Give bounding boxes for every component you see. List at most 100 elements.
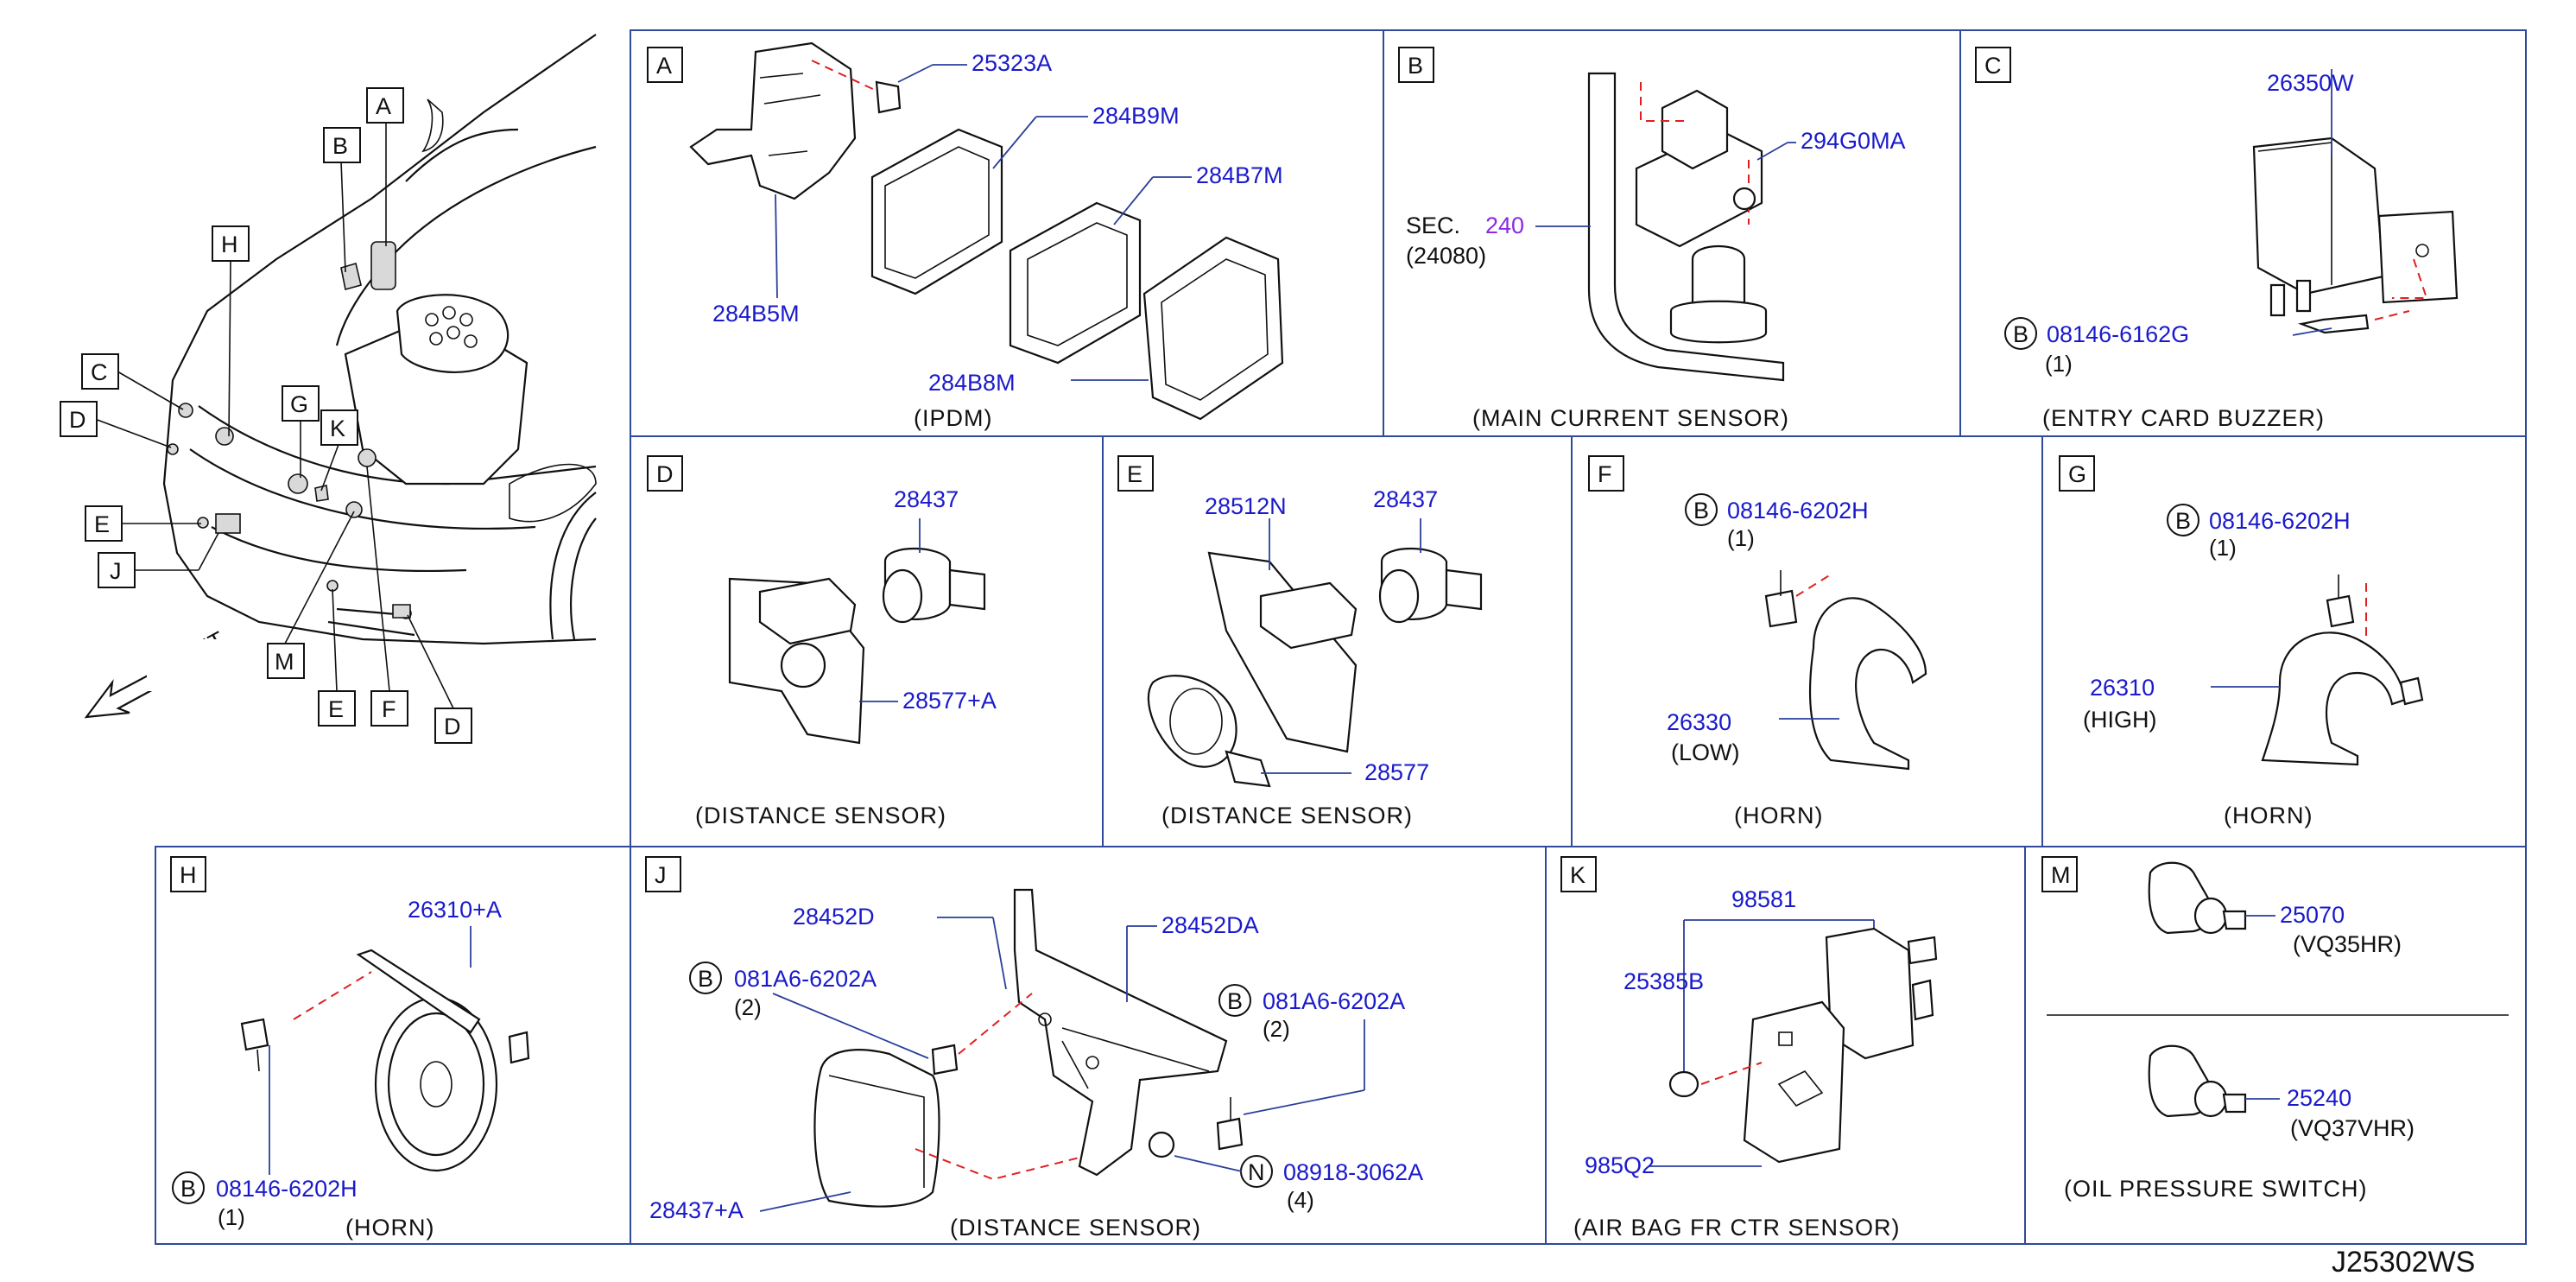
- svg-text:G: G: [290, 391, 308, 417]
- panel-letter: D: [656, 461, 674, 487]
- callout-E-bottom[interactable]: E: [318, 588, 356, 727]
- svg-text:K: K: [330, 416, 345, 441]
- part-284B8M: 284B8M: [928, 370, 1016, 396]
- svg-text:J: J: [110, 558, 122, 584]
- nut-mark: N: [1248, 1159, 1265, 1185]
- qty: (2): [1263, 1016, 1290, 1042]
- part-08146-6202H: 08146-6202H: [2209, 508, 2351, 534]
- bolt-mark: B: [2175, 508, 2191, 534]
- callout-M[interactable]: M: [267, 511, 355, 679]
- svg-text:E: E: [94, 511, 110, 537]
- part-26310+A: 26310+A: [408, 897, 502, 923]
- part-26350W: 26350W: [2267, 70, 2354, 96]
- note: (LOW): [1671, 739, 1739, 765]
- callout-C[interactable]: C: [81, 353, 184, 410]
- part-25070: 25070: [2280, 902, 2345, 928]
- part-28577+A: 28577+A: [902, 688, 997, 714]
- svg-text:A: A: [376, 93, 391, 119]
- note: (VQ35HR): [2293, 931, 2402, 957]
- panel-caption: (AIR BAG FR CTR SENSOR): [1573, 1215, 1901, 1241]
- svg-text:H: H: [221, 232, 238, 257]
- panel-D: D 28437 28577+A (DISTANCE SENSOR): [647, 455, 997, 828]
- panel-caption: (ENTRY CARD BUZZER): [2042, 405, 2325, 431]
- callout-E-left[interactable]: E: [85, 505, 201, 542]
- qty: (1): [1727, 525, 1755, 551]
- panel-caption: (HORN): [2224, 803, 2313, 828]
- panel-caption: (HORN): [345, 1215, 434, 1241]
- panel-B: B 294G0MA SEC. 240 (24080) (MAIN CURRENT…: [1398, 47, 1906, 431]
- qty: (1): [2045, 351, 2073, 377]
- qty: (4): [1287, 1187, 1314, 1213]
- panel-letter: K: [1570, 862, 1585, 888]
- callout-A[interactable]: A: [366, 87, 404, 246]
- panel-M: M 25070 (VQ35HR) 25240 (VQ37VHR) (OIL PR…: [2041, 856, 2509, 1202]
- part-284B5M: 284B5M: [712, 301, 800, 327]
- part-08146-6202H: 08146-6202H: [1727, 498, 1869, 524]
- panel-letter: A: [656, 53, 672, 79]
- panel-J: J 28452D 28452DA B 081A6-6202A (2) B 081…: [645, 856, 1423, 1241]
- callout-G[interactable]: G: [282, 385, 320, 478]
- part-284B7M: 284B7M: [1196, 162, 1283, 188]
- panel-grid: [155, 29, 2527, 1245]
- part-98581: 98581: [1731, 886, 1796, 912]
- part-28437: 28437: [894, 486, 959, 512]
- panel-G: G B 08146-6202H (1) 26310 (HIGH) (HORN): [2059, 455, 2424, 828]
- panel-letter: M: [2051, 862, 2071, 888]
- callout-D-bottom[interactable]: D: [407, 614, 472, 744]
- callout-K[interactable]: K: [320, 409, 358, 492]
- part-28512N: 28512N: [1205, 493, 1287, 519]
- diagram-code: J25302WS: [2332, 1246, 2475, 1279]
- callout-B[interactable]: B: [323, 127, 361, 273]
- part-25385B: 25385B: [1623, 968, 1704, 994]
- vehicle-overview: FRONT A B H C D: [60, 34, 597, 744]
- svg-text:E: E: [328, 696, 344, 722]
- panel-A: A 25323A 284B9M 284B7M 284B5M 284B8M (IP…: [647, 41, 1284, 431]
- panel-caption: (IPDM): [914, 405, 992, 431]
- qty: (1): [218, 1204, 245, 1230]
- part-28437: 28437: [1373, 486, 1438, 512]
- panel-K: K 98581 25385B 985Q2 (AIR BAG FR CTR SEN…: [1560, 856, 1938, 1241]
- panel-caption: (DISTANCE SENSOR): [950, 1215, 1201, 1241]
- callout-H[interactable]: H: [212, 225, 250, 437]
- callout-J[interactable]: J: [98, 532, 219, 588]
- panel-caption: (DISTANCE SENSOR): [695, 803, 946, 828]
- part-081A6-6202A: 081A6-6202A: [1263, 988, 1405, 1014]
- svg-text:D: D: [444, 714, 461, 739]
- part-26310: 26310: [2090, 675, 2155, 701]
- part-294G0MA: 294G0MA: [1801, 128, 1906, 154]
- panel-caption: (MAIN CURRENT SENSOR): [1472, 405, 1789, 431]
- part-08146-6162G: 08146-6162G: [2047, 321, 2189, 347]
- panel-letter: C: [1984, 53, 2002, 79]
- qty: (1): [2209, 535, 2237, 561]
- part-28452DA: 28452DA: [1161, 912, 1259, 938]
- panel-caption: (OIL PRESSURE SWITCH): [2064, 1176, 2368, 1202]
- panel-caption: (DISTANCE SENSOR): [1161, 803, 1413, 828]
- panel-letter: H: [180, 862, 197, 888]
- panel-E: E 28512N 28437 28577 (DISTANCE SENSOR): [1117, 455, 1483, 828]
- panel-letter: B: [1408, 53, 1423, 79]
- svg-text:D: D: [69, 407, 86, 433]
- callout-D-left[interactable]: D: [60, 401, 172, 448]
- note: (HIGH): [2083, 707, 2156, 733]
- part-25240: 25240: [2287, 1085, 2351, 1111]
- part-985Q2: 985Q2: [1585, 1152, 1655, 1178]
- qty: (2): [734, 994, 762, 1020]
- sec-ref: (24080): [1406, 243, 1486, 269]
- bolt-mark: B: [1227, 988, 1243, 1014]
- part-25323A: 25323A: [972, 50, 1052, 76]
- bolt-mark: B: [180, 1176, 196, 1202]
- callout-F[interactable]: F: [366, 466, 408, 727]
- panel-letter: E: [1127, 461, 1142, 487]
- svg-text:B: B: [332, 133, 348, 159]
- svg-text:M: M: [275, 649, 294, 675]
- bolt-mark: B: [2013, 321, 2029, 347]
- sec-prefix: SEC.: [1406, 213, 1460, 238]
- panel-caption: (HORN): [1734, 803, 1823, 828]
- panel-F: F B 08146-6202H (1) 26330 (LOW) (HORN): [1588, 455, 1927, 828]
- sec-number: 240: [1485, 213, 1524, 238]
- panel-H: H 26310+A B 08146-6202H (1) (HORN): [170, 856, 530, 1241]
- part-284B9M: 284B9M: [1092, 103, 1180, 129]
- part-08918-3062A: 08918-3062A: [1283, 1159, 1423, 1185]
- panel-letter: J: [655, 862, 667, 888]
